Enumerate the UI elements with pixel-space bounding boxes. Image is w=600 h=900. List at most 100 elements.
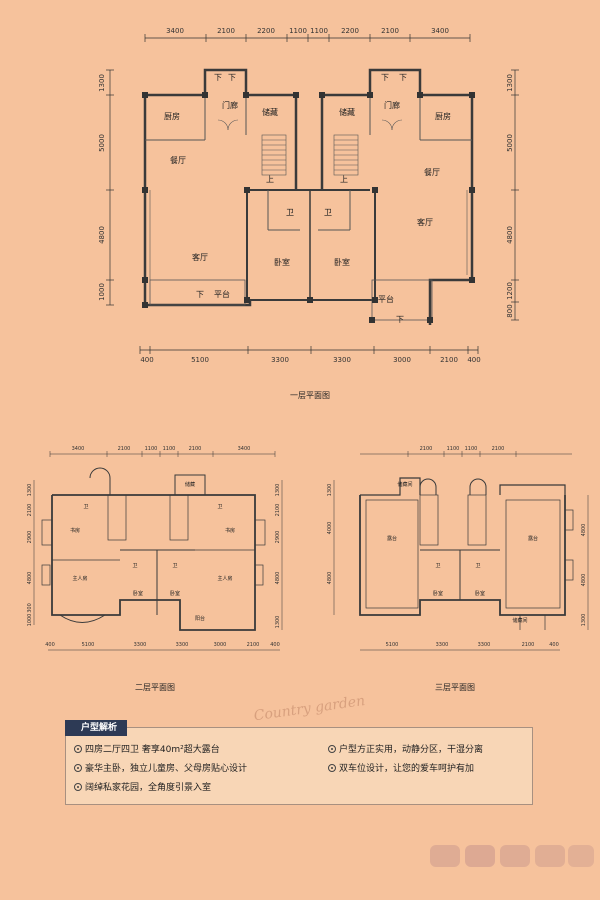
room-storage-right: 储藏 <box>339 107 355 117</box>
dim-label: 4800 <box>275 572 281 585</box>
dim-label: 4800 <box>581 574 587 587</box>
dim-label: 3400 <box>431 27 449 35</box>
floor3-room-labels: 储藏间 露台 露台 卫 卫 卧室 卧室 储藏间 <box>387 481 538 624</box>
floor2-right-dimensions: 1300 2100 2900 4800 1300 <box>275 480 283 630</box>
room-kitchen-left: 厨房 <box>164 111 180 121</box>
floor1-right-dimensions: 1300 5000 4800 1200 800 <box>506 69 519 321</box>
bullet-icon <box>74 764 82 772</box>
feature-item: 四房二厅四卫 奢享40m²超大露台 <box>74 744 220 756</box>
room-bath: 卫 <box>217 504 222 510</box>
dim-label: 3300 <box>333 356 351 364</box>
arrow-up-label: 上 <box>266 175 274 184</box>
dim-label: 3300 <box>134 642 147 648</box>
room-terrace-left: 露台 <box>387 535 397 542</box>
dim-label: 1100 <box>163 446 176 452</box>
floor2-walls <box>41 467 266 631</box>
dim-label: 3300 <box>478 642 491 648</box>
room-bath: 卫 <box>83 504 88 510</box>
blurred-logo <box>430 845 460 867</box>
dim-label: 2100 <box>247 642 260 648</box>
floor1-bottom-dimensions: 400 5100 3300 3300 3000 2100 400 <box>139 346 481 364</box>
feature-item: 豪华主卧，独立儿童房、父母房贴心设计 <box>74 763 247 775</box>
dim-label: 5100 <box>82 642 95 648</box>
dim-label: 2100 <box>381 27 399 35</box>
room-bath: 卫 <box>172 563 177 569</box>
dim-label: 2100 <box>27 504 33 517</box>
room-balcony: 阳台 <box>195 615 205 622</box>
room-terrace-right: 露台 <box>528 535 538 542</box>
dim-label: 400 <box>549 642 559 648</box>
dim-label: 1100 <box>310 27 328 35</box>
room-bedroom-right: 卧室 <box>334 257 350 267</box>
room-master-left: 主人房 <box>72 575 87 582</box>
dim-label: 2100 <box>440 356 458 364</box>
floor1-walls <box>142 68 475 325</box>
dim-label: 4800 <box>27 572 33 585</box>
room-master-right: 主人房 <box>217 575 232 582</box>
dim-label: 3000 <box>393 356 411 364</box>
dim-label: 400 <box>467 356 480 364</box>
features-title: 户型解析 <box>65 720 128 736</box>
dim-label: 1300 <box>581 614 587 627</box>
feature-text: 双车位设计，让您的爱车呵护有加 <box>339 764 475 774</box>
dim-label: 4800 <box>506 226 514 244</box>
room-terrace-right: 平台 <box>378 294 394 304</box>
arrow-down-label: 下 <box>214 73 222 82</box>
dim-label: 1300 <box>275 484 281 497</box>
feature-text: 阔绰私家花园，全角度引景入室 <box>85 783 212 793</box>
room-foyer-right: 门廊 <box>384 100 400 110</box>
dim-label: 3300 <box>176 642 189 648</box>
dim-label: 3400 <box>72 446 85 452</box>
floor2-caption: 二层平面图 <box>135 683 175 692</box>
room-bath: 卫 <box>475 563 480 569</box>
feature-text: 户型方正实用，动静分区，干湿分离 <box>339 745 484 755</box>
room-terrace-left: 平台 <box>214 289 230 299</box>
floor1-left-dimensions: 1300 5000 4800 1000 <box>98 69 114 306</box>
floor2-plan: 3400 2100 1100 1100 2100 3400 1300 2100 … <box>27 446 283 692</box>
feature-item: 户型方正实用，动静分区，干湿分离 <box>328 744 483 756</box>
arrow-down-label: 下 <box>228 73 236 82</box>
floor3-left-dimensions: 1300 4000 4800 <box>327 480 335 615</box>
floor3-right-dimensions: 4800 4800 1300 <box>581 495 589 630</box>
floor3-walls <box>359 477 574 630</box>
dim-label: 4000 <box>327 522 333 535</box>
bullet-icon <box>74 783 82 791</box>
dim-label: 2100 <box>189 446 202 452</box>
dim-label: 2200 <box>341 27 359 35</box>
dim-label: 3300 <box>436 642 449 648</box>
dim-label: 1000 <box>98 283 106 301</box>
dim-label: 1100 <box>289 27 307 35</box>
dim-label: 2100 <box>118 446 131 452</box>
dim-label: 4800 <box>327 572 333 585</box>
floor3-plan: 2100 1100 1100 2100 1300 4000 4800 4800 … <box>327 446 589 692</box>
room-bath: 卫 <box>132 563 137 569</box>
dim-label: 5000 <box>506 134 514 152</box>
room-bedroom-left: 卧室 <box>433 590 443 597</box>
arrow-up-label: 上 <box>340 175 348 184</box>
dim-label: 800 <box>506 304 514 317</box>
floor3-top-dimensions: 2100 1100 1100 2100 <box>360 446 572 457</box>
dim-label: 400 <box>270 642 280 648</box>
room-dining-right: 餐厅 <box>424 168 440 177</box>
feature-item: 阔绰私家花园，全角度引景入室 <box>74 782 211 794</box>
feature-text: 四房二厅四卫 奢享40m²超大露台 <box>85 745 220 755</box>
features-panel: 户型解析 四房二厅四卫 奢享40m²超大露台 户型方正实用，动静分区，干湿分离 … <box>65 720 533 805</box>
bullet-icon <box>328 745 336 753</box>
dim-label: 1000 <box>27 614 33 627</box>
room-bedroom-left: 卧室 <box>133 590 143 597</box>
dim-label: 2100 <box>217 27 235 35</box>
dim-label: 3300 <box>271 356 289 364</box>
room-bedroom-right: 卧室 <box>475 590 485 597</box>
room-bath-right: 卫 <box>324 208 332 217</box>
room-store: 储藏间 <box>397 481 412 488</box>
dim-label: 2100 <box>420 446 433 452</box>
dim-label: 400 <box>45 642 55 648</box>
room-dining-left: 餐厅 <box>170 156 186 165</box>
dim-label: 1300 <box>27 484 33 497</box>
floor2-top-dimensions: 3400 2100 1100 1100 2100 3400 <box>49 446 276 457</box>
dim-label: 1100 <box>447 446 460 452</box>
dim-label: 2200 <box>257 27 275 35</box>
blurred-logo <box>500 845 530 867</box>
floor1-caption: 一层平面图 <box>290 391 330 400</box>
